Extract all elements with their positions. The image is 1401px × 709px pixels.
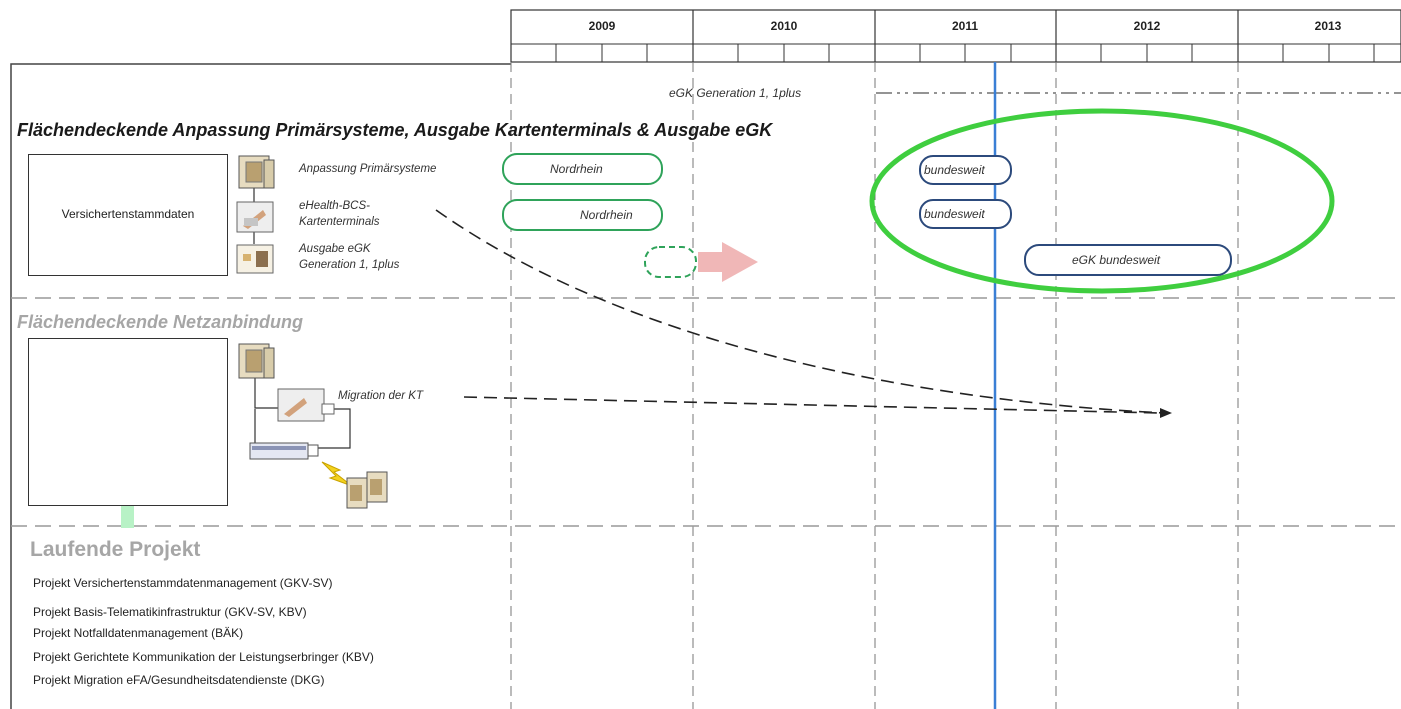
year-label-2013: 2013 — [1314, 19, 1342, 33]
health-card-icon — [236, 244, 274, 274]
section2-title: Flächendeckende Netzanbindung — [17, 312, 304, 332]
pill-nordrhein-2-label: Nordrhein — [580, 208, 633, 222]
year-label-2012: 2012 — [1133, 19, 1161, 33]
pill-bundesweit-1-label: bundesweit — [924, 163, 985, 177]
arrowhead-icon — [1160, 408, 1172, 418]
versichertenstammdaten-label: Versichertenstammdaten — [61, 207, 195, 221]
pill-nordrhein-1-label: Nordrhein — [550, 162, 603, 176]
pill-dashed-placeholder — [644, 246, 697, 278]
year-label-2010: 2010 — [770, 19, 798, 33]
migration-label: Migration der KT — [338, 390, 424, 402]
year-label-2011: 2011 — [951, 19, 979, 33]
versichertenstammdaten-box: Versichertenstammdaten — [28, 154, 228, 276]
pill-bundesweit-1 — [919, 155, 1012, 185]
project-item-2: Projekt Basis-Telematikinfrastruktur (GK… — [33, 605, 307, 619]
item-ehealth-label-line1: eHealth-BCS- — [299, 200, 370, 212]
item-anpassung-label: Anpassung Primärsysteme — [299, 163, 437, 175]
pill-nordrhein-2 — [502, 199, 663, 231]
pill-egk-bundesweit-label: eGK bundesweit — [1072, 253, 1161, 267]
section1-title: Flächendeckende Anpassung Primärsysteme,… — [17, 120, 773, 140]
project-item-1: Projekt Versichertenstammdatenmanagement… — [33, 576, 333, 590]
project-item-5: Projekt Migration eFA/Gesundheitsdatendi… — [33, 673, 325, 687]
curved-dashed-arrow — [435, 209, 1166, 414]
card-terminal-icon — [236, 201, 274, 233]
pill-bundesweit-2-label: bundesweit — [924, 207, 985, 221]
server-icon — [346, 471, 388, 509]
item-ehealth-label-line2: Kartenterminals — [299, 216, 380, 228]
year-label-2009: 2009 — [588, 19, 616, 33]
pill-nordrhein-1 — [502, 153, 663, 185]
migration-dashed-line — [463, 396, 1161, 414]
section3-title: Laufende Projekt — [30, 538, 201, 561]
network-box — [28, 338, 228, 506]
connector-device-icon — [249, 442, 319, 460]
pill-egk-bundesweit — [1024, 244, 1232, 276]
section-dividers — [11, 297, 1401, 527]
pink-arrow — [698, 242, 758, 282]
year-divider-lines — [510, 62, 1239, 709]
item-ausgabe-label-line1: Ausgabe eGK — [299, 243, 371, 255]
frame-border — [10, 63, 511, 709]
pill-bundesweit-2 — [919, 199, 1012, 229]
item-ausgabe-label-line2: Generation 1, 1plus — [299, 259, 400, 271]
timeline-header — [510, 9, 1401, 63]
card-terminal-icon-2 — [277, 388, 335, 422]
milestone-line-label: eGK Generation 1, 1plus — [669, 86, 802, 100]
project-item-4: Projekt Gerichtete Kommunikation der Lei… — [33, 650, 374, 664]
computer-icon-2 — [238, 343, 275, 379]
project-item-3: Projekt Notfalldatenmanagement (BÄK) — [33, 626, 244, 640]
computer-icon — [238, 155, 275, 189]
highlight-ellipse — [869, 108, 1335, 294]
